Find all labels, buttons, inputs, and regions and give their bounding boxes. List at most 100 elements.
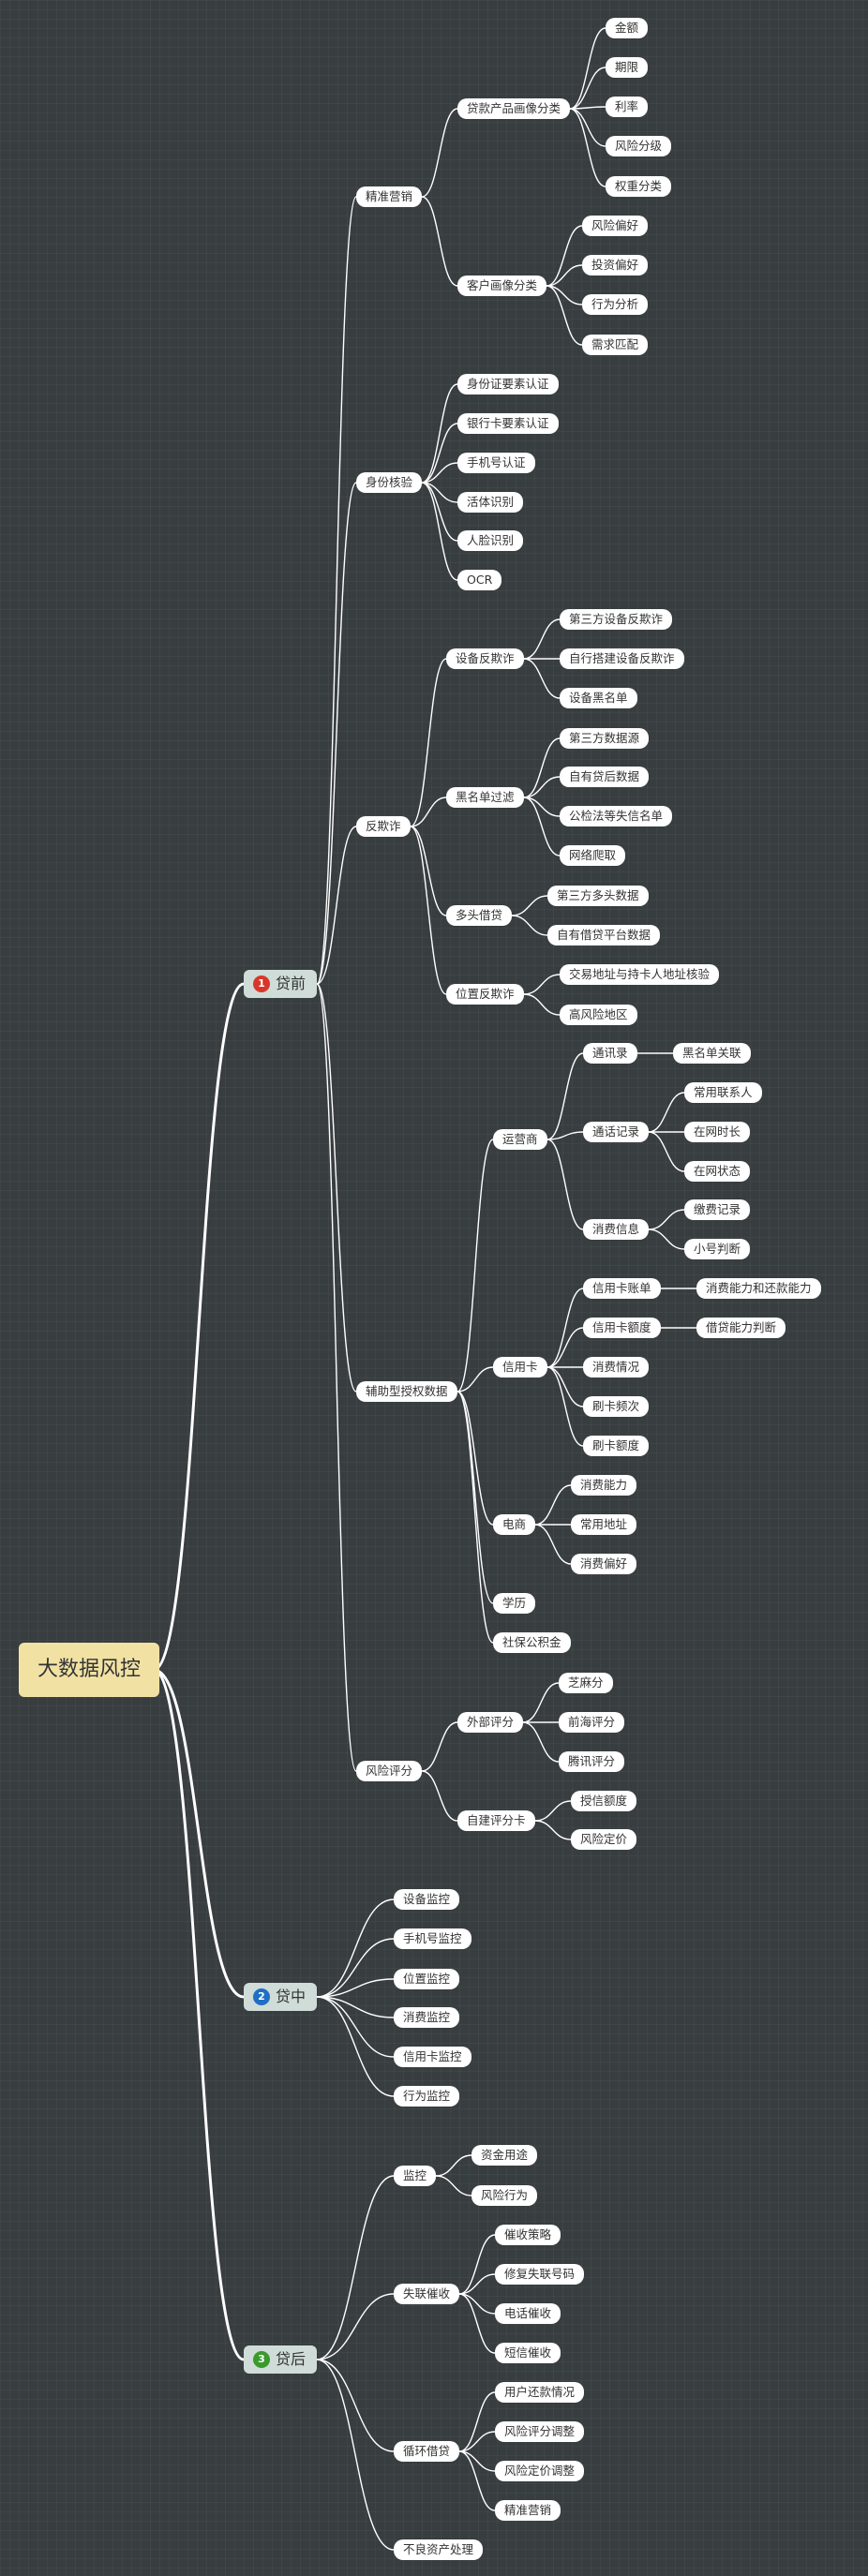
node-风险评分[interactable]: 风险评分 xyxy=(356,1761,423,1781)
node-需求匹配[interactable]: 需求匹配 xyxy=(582,335,649,355)
node-授信额度[interactable]: 授信额度 xyxy=(571,1791,637,1811)
node-OCR[interactable]: OCR xyxy=(457,570,502,590)
node-风险行为[interactable]: 风险行为 xyxy=(471,2185,538,2206)
node-腾讯评分[interactable]: 腾讯评分 xyxy=(559,1751,625,1772)
node-利率[interactable]: 利率 xyxy=(606,97,649,117)
node-消费信息[interactable]: 消费信息 xyxy=(583,1219,650,1240)
node-外部评分[interactable]: 外部评分 xyxy=(457,1712,524,1733)
node-手机号监控[interactable]: 手机号监控 xyxy=(394,1928,471,1949)
node-小号判断[interactable]: 小号判断 xyxy=(684,1239,751,1259)
node-精准营销[interactable]: 精准营销 xyxy=(495,2500,561,2521)
node-行为分析[interactable]: 行为分析 xyxy=(582,294,649,315)
node-消费能力和还款能力[interactable]: 消费能力和还款能力 xyxy=(696,1278,821,1299)
connector-line xyxy=(523,797,561,856)
node-学历[interactable]: 学历 xyxy=(493,1593,536,1614)
node-在网时长[interactable]: 在网时长 xyxy=(684,1122,751,1142)
node-监控[interactable]: 监控 xyxy=(394,2166,437,2186)
node-借贷能力判断[interactable]: 借贷能力判断 xyxy=(696,1318,786,1338)
node-在网状态[interactable]: 在网状态 xyxy=(684,1161,751,1182)
node-风险定价[interactable]: 风险定价 xyxy=(571,1829,637,1850)
node-多头借贷[interactable]: 多头借贷 xyxy=(446,905,513,926)
node-身份证要素认证[interactable]: 身份证要素认证 xyxy=(457,374,559,395)
node-活体识别[interactable]: 活体识别 xyxy=(457,492,524,513)
node-风险定价调整[interactable]: 风险定价调整 xyxy=(495,2461,585,2481)
node-自建评分卡[interactable]: 自建评分卡 xyxy=(457,1810,535,1831)
node-label: 常用联系人 xyxy=(694,1085,753,1099)
connector-line xyxy=(458,2450,496,2472)
node-催收策略[interactable]: 催收策略 xyxy=(495,2225,561,2245)
node-社保公积金[interactable]: 社保公积金 xyxy=(493,1632,571,1653)
node-风险评分调整[interactable]: 风险评分调整 xyxy=(495,2421,585,2442)
node-黑名单关联[interactable]: 黑名单关联 xyxy=(673,1043,751,1064)
connector-line xyxy=(458,2431,496,2452)
node-权重分类[interactable]: 权重分类 xyxy=(606,176,672,197)
node-设备反欺诈[interactable]: 设备反欺诈 xyxy=(446,648,524,669)
node-失联催收[interactable]: 失联催收 xyxy=(394,2284,460,2304)
node-人脸识别[interactable]: 人脸识别 xyxy=(457,530,524,551)
node-运营商[interactable]: 运营商 xyxy=(493,1129,547,1150)
node-信用卡[interactable]: 信用卡 xyxy=(493,1357,547,1377)
node-设备监控[interactable]: 设备监控 xyxy=(394,1889,460,1910)
node-客户画像分类[interactable]: 客户画像分类 xyxy=(457,275,547,296)
node-高风险地区[interactable]: 高风险地区 xyxy=(560,1005,637,1025)
connector-line xyxy=(410,797,447,827)
node-身份核验[interactable]: 身份核验 xyxy=(356,472,423,493)
node-消费能力[interactable]: 消费能力 xyxy=(571,1475,637,1496)
node-公检法等失信名单[interactable]: 公检法等失信名单 xyxy=(560,806,673,826)
node-自有贷后数据[interactable]: 自有贷后数据 xyxy=(560,767,650,787)
node-交易地址与持卡人地址核验[interactable]: 交易地址与持卡人地址核验 xyxy=(560,964,720,985)
node-自行搭建设备反欺诈[interactable]: 自行搭建设备反欺诈 xyxy=(560,648,684,669)
node-贷款产品画像分类[interactable]: 贷款产品画像分类 xyxy=(457,98,571,119)
node-刷卡额度[interactable]: 刷卡额度 xyxy=(583,1436,650,1456)
root-node[interactable]: 大数据风控 xyxy=(19,1643,160,1697)
connector-line xyxy=(316,1938,395,1998)
node-风险偏好[interactable]: 风险偏好 xyxy=(582,216,649,236)
node-电话催收[interactable]: 电话催收 xyxy=(495,2303,561,2324)
node-循环借贷[interactable]: 循环借贷 xyxy=(394,2441,460,2462)
node-第三方多头数据[interactable]: 第三方多头数据 xyxy=(547,886,649,906)
node-常用地址[interactable]: 常用地址 xyxy=(571,1514,637,1535)
node-行为监控[interactable]: 行为监控 xyxy=(394,2086,460,2107)
node-网络爬取[interactable]: 网络爬取 xyxy=(560,845,626,866)
node-辅助型授权数据[interactable]: 辅助型授权数据 xyxy=(356,1381,457,1402)
node-自有借贷平台数据[interactable]: 自有借贷平台数据 xyxy=(547,925,661,946)
node-反欺诈[interactable]: 反欺诈 xyxy=(356,816,411,837)
node-期限[interactable]: 期限 xyxy=(606,57,649,78)
node-刷卡频次[interactable]: 刷卡频次 xyxy=(583,1396,650,1417)
node-风险分级[interactable]: 风险分级 xyxy=(606,136,672,156)
node-前海评分[interactable]: 前海评分 xyxy=(559,1712,625,1733)
node-精准营销[interactable]: 精准营销 xyxy=(356,186,423,207)
node-电商[interactable]: 电商 xyxy=(493,1514,536,1535)
node-不良资产处理[interactable]: 不良资产处理 xyxy=(394,2539,484,2560)
node-缴费记录[interactable]: 缴费记录 xyxy=(684,1199,751,1220)
node-设备黑名单[interactable]: 设备黑名单 xyxy=(560,688,637,708)
node-芝麻分[interactable]: 芝麻分 xyxy=(559,1673,613,1693)
node-第三方设备反欺诈[interactable]: 第三方设备反欺诈 xyxy=(560,609,673,630)
node-银行卡要素认证[interactable]: 银行卡要素认证 xyxy=(457,413,559,434)
node-消费监控[interactable]: 消费监控 xyxy=(394,2007,460,2028)
node-常用联系人[interactable]: 常用联系人 xyxy=(684,1082,762,1103)
node-信用卡账单[interactable]: 信用卡账单 xyxy=(583,1278,661,1299)
node-短信催收[interactable]: 短信催收 xyxy=(495,2343,561,2363)
node-第三方数据源[interactable]: 第三方数据源 xyxy=(560,728,650,749)
node-金额[interactable]: 金额 xyxy=(606,18,649,38)
node-位置监控[interactable]: 位置监控 xyxy=(394,1969,460,1989)
node-手机号认证[interactable]: 手机号认证 xyxy=(457,453,535,473)
node-信用卡监控[interactable]: 信用卡监控 xyxy=(394,2047,471,2067)
connector-line xyxy=(435,2175,472,2196)
node-label: 自有借贷平台数据 xyxy=(557,928,651,942)
node-投资偏好[interactable]: 投资偏好 xyxy=(582,255,649,275)
node-位置反欺诈[interactable]: 位置反欺诈 xyxy=(446,984,524,1005)
node-用户还款情况[interactable]: 用户还款情况 xyxy=(495,2382,585,2403)
node-资金用途[interactable]: 资金用途 xyxy=(471,2145,538,2166)
node-消费偏好[interactable]: 消费偏好 xyxy=(571,1554,637,1574)
node-通话记录[interactable]: 通话记录 xyxy=(583,1122,650,1142)
node-通讯录[interactable]: 通讯录 xyxy=(583,1043,637,1064)
node-修复失联号码[interactable]: 修复失联号码 xyxy=(495,2264,585,2285)
node-消费情况[interactable]: 消费情况 xyxy=(583,1357,650,1377)
node-黑名单过滤[interactable]: 黑名单过滤 xyxy=(446,787,524,808)
node-信用卡额度[interactable]: 信用卡额度 xyxy=(583,1318,661,1338)
